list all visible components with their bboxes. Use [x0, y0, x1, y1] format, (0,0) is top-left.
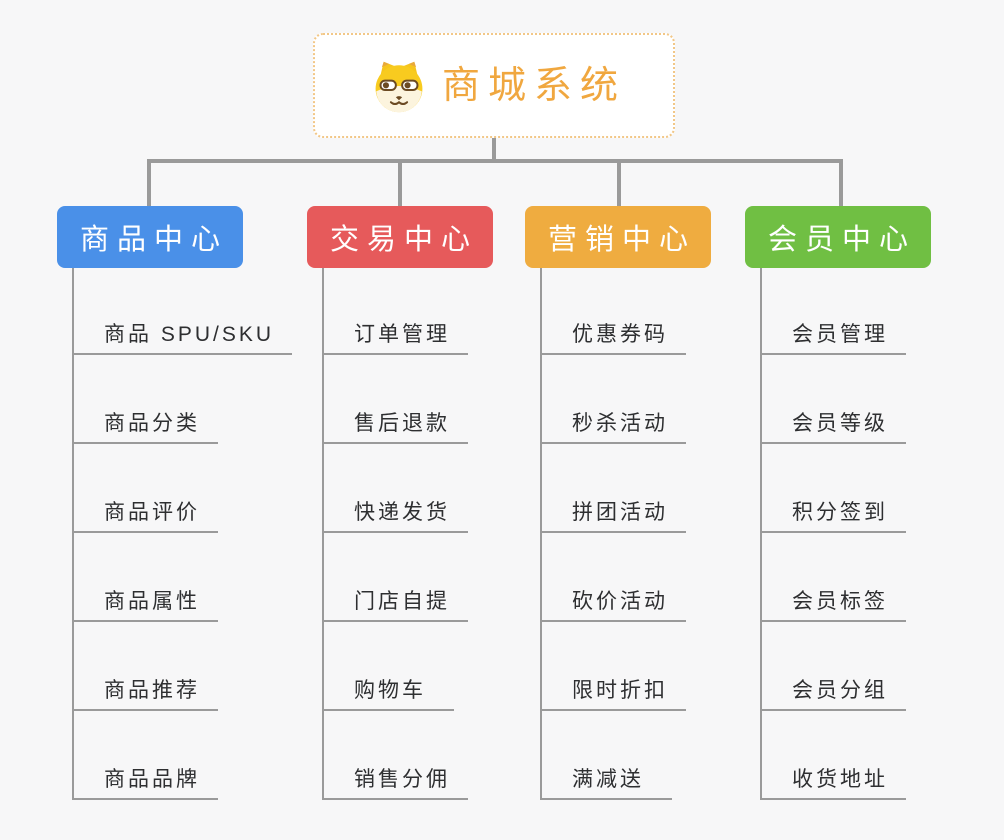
leaf-node[interactable]: 优惠券码	[542, 268, 686, 355]
branch-node-trade-center[interactable]: 交易中心	[307, 206, 493, 268]
leaf-node[interactable]: 会员标签	[762, 533, 906, 622]
leaf-node[interactable]: 售后退款	[324, 355, 468, 444]
leaf-node[interactable]: 订单管理	[324, 268, 468, 355]
root-node-title: 商城系统	[441, 64, 626, 107]
leaf-label: 商品属性	[104, 589, 200, 613]
branch-marketing-center: 营销中心 优惠券码 秒杀活动 拼团活动 砍价活动 限时折扣 满减送	[525, 206, 711, 800]
leaf-label: 商品品牌	[104, 767, 200, 791]
leaf-label: 限时折扣	[572, 678, 668, 702]
leaf-label: 秒杀活动	[572, 411, 668, 435]
leaf-node[interactable]: 砍价活动	[542, 533, 686, 622]
branch-trade-center: 交易中心 订单管理 售后退款 快递发货 门店自提 购物车 销售分佣	[307, 206, 493, 800]
leaf-node[interactable]: 快递发货	[324, 444, 468, 533]
branch-item-list: 订单管理 售后退款 快递发货 门店自提 购物车 销售分佣	[322, 268, 493, 800]
leaf-node[interactable]: 会员等级	[762, 355, 906, 444]
branch-item-list: 商品 SPU/SKU 商品分类 商品评价 商品属性 商品推荐 商品品牌	[72, 268, 293, 800]
leaf-label: 购物车	[354, 678, 426, 702]
dog-face-icon	[375, 61, 423, 112]
leaf-node[interactable]: 满减送	[542, 711, 672, 800]
leaf-node[interactable]: 商品属性	[74, 533, 218, 622]
leaf-label: 商品评价	[104, 500, 200, 524]
leaf-node[interactable]: 会员分组	[762, 622, 906, 711]
leaf-node[interactable]: 积分签到	[762, 444, 906, 533]
leaf-node[interactable]: 商品 SPU/SKU	[74, 268, 293, 355]
leaf-node[interactable]: 商品品牌	[74, 711, 218, 800]
leaf-label: 会员分组	[792, 678, 888, 702]
leaf-label: 拼团活动	[572, 500, 668, 524]
leaf-label: 会员管理	[792, 322, 888, 346]
leaf-label: 门店自提	[354, 589, 450, 613]
leaf-label: 会员等级	[792, 411, 888, 435]
branch-node-marketing-center[interactable]: 营销中心	[525, 206, 711, 268]
leaf-node[interactable]: 商品分类	[74, 355, 218, 444]
branch-node-member-center[interactable]: 会员中心	[745, 206, 931, 268]
branch-item-list: 会员管理 会员等级 积分签到 会员标签 会员分组 收货地址	[760, 268, 931, 800]
leaf-label: 商品 SPU/SKU	[104, 322, 275, 346]
leaf-label: 会员标签	[792, 589, 888, 613]
leaf-label: 快递发货	[354, 500, 450, 524]
leaf-node[interactable]: 商品评价	[74, 444, 218, 533]
leaf-node[interactable]: 收货地址	[762, 711, 906, 800]
leaf-label: 商品分类	[104, 411, 200, 435]
leaf-node[interactable]: 商品推荐	[74, 622, 218, 711]
leaf-label: 商品推荐	[104, 678, 200, 702]
leaf-node[interactable]: 限时折扣	[542, 622, 686, 711]
leaf-node[interactable]: 销售分佣	[324, 711, 468, 800]
branch-node-product-center[interactable]: 商品中心	[57, 206, 243, 268]
leaf-label: 销售分佣	[354, 767, 450, 791]
leaf-label: 优惠券码	[572, 322, 668, 346]
leaf-label: 收货地址	[792, 767, 888, 791]
leaf-label: 售后退款	[354, 411, 450, 435]
branch-item-list: 优惠券码 秒杀活动 拼团活动 砍价活动 限时折扣 满减送	[540, 268, 711, 800]
branch-product-center: 商品中心 商品 SPU/SKU 商品分类 商品评价 商品属性 商品推荐 商品品牌	[57, 206, 293, 800]
leaf-node[interactable]: 拼团活动	[542, 444, 686, 533]
leaf-label: 砍价活动	[572, 589, 668, 613]
leaf-node[interactable]: 购物车	[324, 622, 454, 711]
leaf-node[interactable]: 秒杀活动	[542, 355, 686, 444]
leaf-node[interactable]: 门店自提	[324, 533, 468, 622]
leaf-label: 满减送	[572, 767, 644, 791]
branch-member-center: 会员中心 会员管理 会员等级 积分签到 会员标签 会员分组 收货地址	[745, 206, 931, 800]
leaf-node[interactable]: 会员管理	[762, 268, 906, 355]
root-node-mall-system[interactable]: 商城系统	[313, 33, 675, 138]
leaf-label: 积分签到	[792, 500, 888, 524]
leaf-label: 订单管理	[354, 322, 450, 346]
